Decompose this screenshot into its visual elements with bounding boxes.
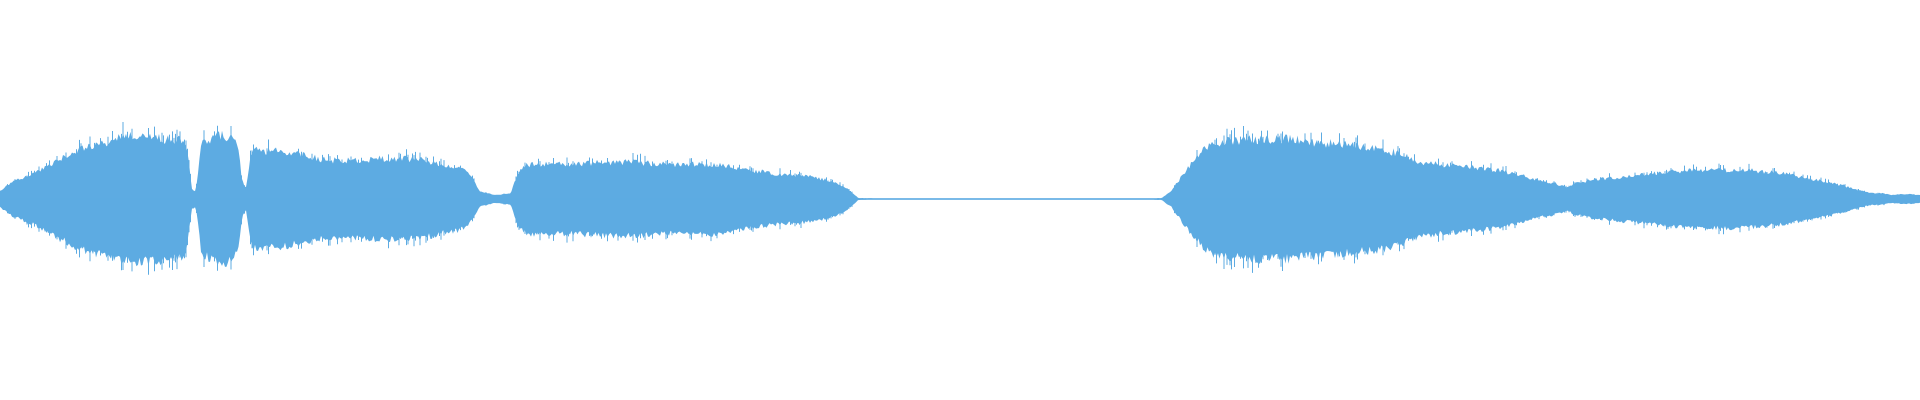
- audio-waveform: [0, 122, 1920, 275]
